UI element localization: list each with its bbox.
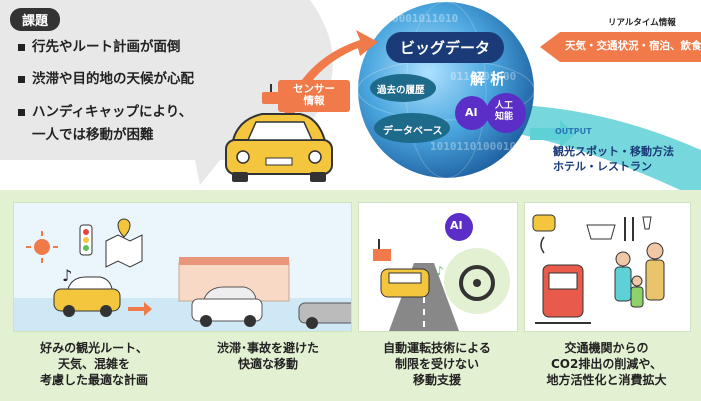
history-oval <box>370 74 436 102</box>
ai-jp-circle <box>486 93 526 133</box>
sensor-arrow <box>282 30 378 122</box>
ai-jp-line1: 人工 <box>495 101 514 111</box>
history-label: 過去の履歴 <box>377 85 425 96</box>
autonomous-illustration: ♪ <box>373 213 510 331</box>
location-pin-icon <box>117 218 131 238</box>
analysis-label: 解 析 <box>470 70 506 88</box>
issue-item-1: 行先やルート計画が面倒 <box>32 39 181 55</box>
ai-circle <box>455 96 489 130</box>
top-section: 課題 行先やルート計画が面倒 渋滞や目的地の天候が心配 ハンディキャップにより、… <box>0 0 701 190</box>
output-arc <box>500 105 701 190</box>
ai-jp-line2: 知能 <box>495 112 514 122</box>
globe-digits-2: 1010110100010 <box>430 140 517 153</box>
panel-route-traffic: ♪ <box>13 202 352 332</box>
issue-item-2: 渋滞や目的地の天候が心配 <box>32 71 194 87</box>
steering-wheel-icon <box>459 265 495 301</box>
panel-transport <box>524 202 691 332</box>
music-note-icon: ♪ <box>62 266 72 285</box>
family-icon <box>614 242 665 308</box>
big-data-label: ビッグデータ <box>386 32 505 63</box>
issue-item-3: ハンディキャップにより、 <box>32 104 193 120</box>
issue-item-4: 一人では移動が困難 <box>32 127 154 143</box>
bottom-section: ♪ 好みの観光ルート、 天気、混雑を 考慮した最適な計画 渋滞･事故を避けた 快… <box>0 190 701 401</box>
output-line2: ホテル・レストラン <box>553 160 652 173</box>
map-icon <box>105 234 143 268</box>
car-icon <box>225 113 333 182</box>
move-arrow-icon <box>128 302 152 316</box>
realtime-label: リアルタイム情報 <box>608 18 676 28</box>
yellow-car-icon <box>380 268 430 298</box>
output-line1: 観光スポット・移動方法 <box>553 145 674 158</box>
grey-car-icon <box>298 302 351 329</box>
caption-traffic: 渋滞･事故を避けた 快適な移動 <box>216 341 319 371</box>
sun-icon <box>34 239 50 255</box>
ai-badge-label: AI <box>450 219 463 232</box>
sensor-line2: 情報 <box>303 95 325 107</box>
sensor-line1: センサー <box>293 83 335 95</box>
basket-icon <box>586 224 616 240</box>
yellow-car-icon <box>53 276 121 317</box>
ai-badge <box>445 213 473 241</box>
realtime-arrow <box>540 32 701 62</box>
globe-digits-1: 0001011010 <box>392 12 459 25</box>
globe-digits-3: 0110101000 <box>450 70 517 83</box>
panel-autonomous: ♪ AI <box>358 202 518 332</box>
music-note-icon: ♪ <box>436 264 444 278</box>
database-oval <box>374 113 450 143</box>
ai-label: AI <box>465 106 478 119</box>
caption-route: 好みの観光ルート、 天気、混雑を 考慮した最適な計画 <box>39 341 148 387</box>
sensor-label: センサー 情報 <box>284 83 344 107</box>
issue-title: 課題 <box>10 8 61 31</box>
realtime-items: 天気・交通状況・宿泊、飲食 <box>565 40 701 52</box>
database-label: データベース <box>383 126 443 137</box>
output-label: OUTPUT <box>555 127 592 136</box>
car-icon <box>532 214 556 232</box>
cutlery-icon <box>624 217 634 241</box>
ai-jp-label: 人工 知能 <box>495 101 513 123</box>
glass-icon <box>642 216 652 230</box>
output-arrow <box>530 120 575 148</box>
route-traffic-illustration: ♪ <box>14 218 351 331</box>
caption-transport: 交通機関からの CO2排出の削減や、 地方活性化と消費拡大 <box>546 341 667 387</box>
transport-illustration <box>532 214 665 324</box>
white-car-icon <box>191 286 263 327</box>
sensor-box <box>278 80 350 112</box>
caption-autonomous: 自動運転技術による 制限を受けない 移動支援 <box>383 341 491 387</box>
